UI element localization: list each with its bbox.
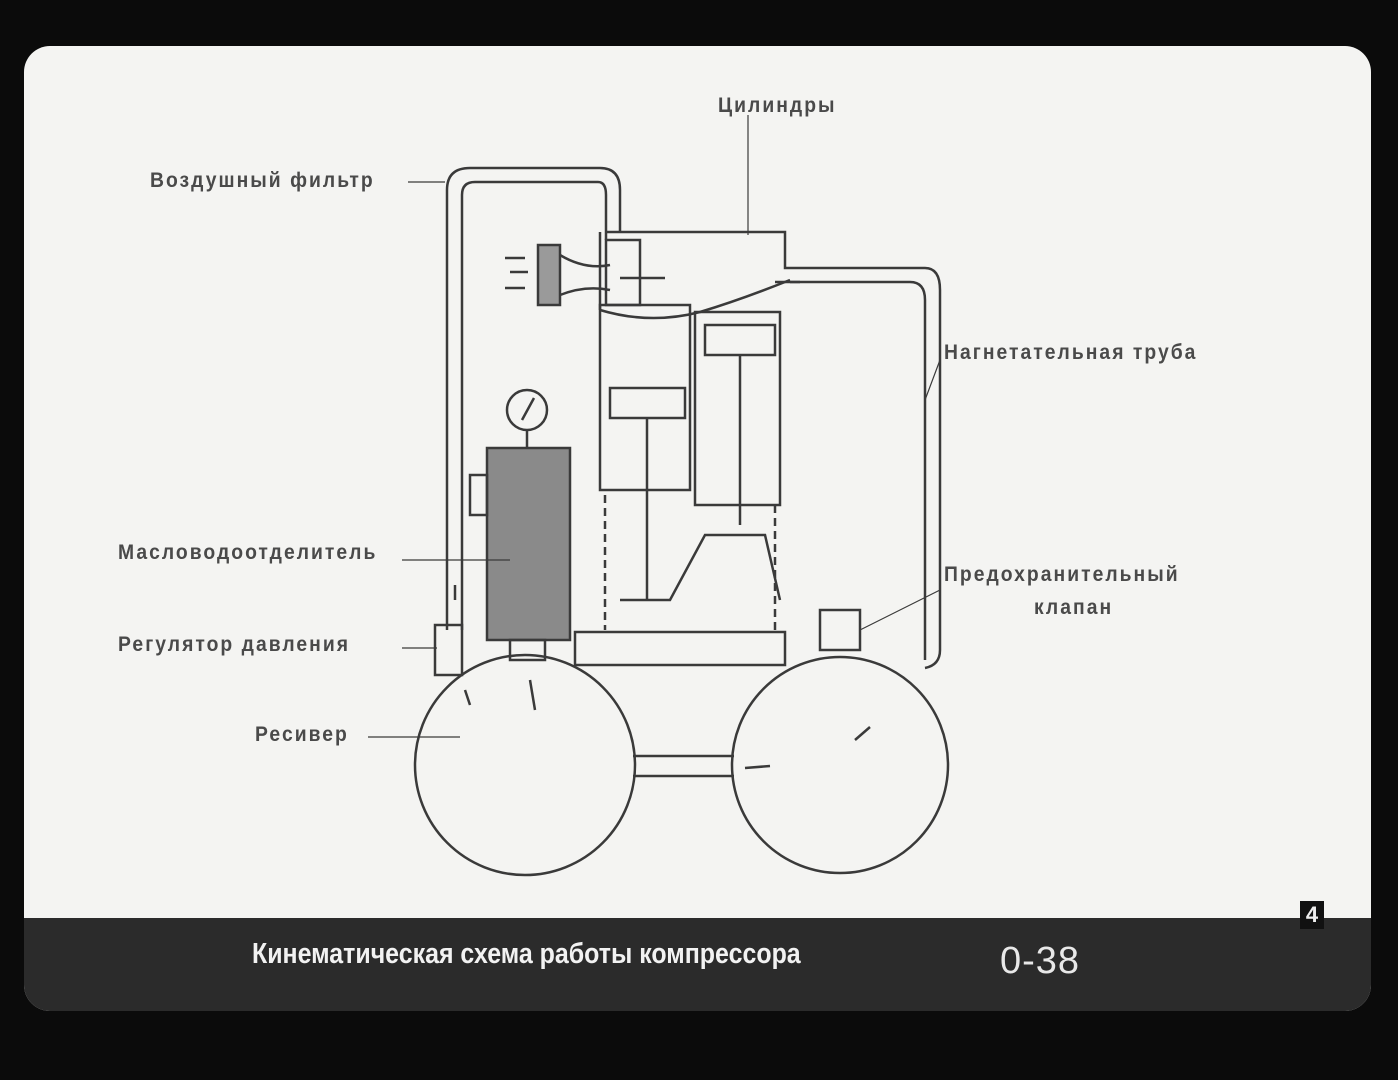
pressure-regulator (433, 623, 464, 677)
label-safety-valve-2: клапан (1034, 596, 1114, 619)
label-cylinders: Цилиндры (718, 94, 837, 117)
drain-valve (468, 473, 489, 517)
airflow-arrows (453, 256, 871, 770)
separator-neck (508, 638, 547, 662)
safety-valve (818, 608, 862, 652)
label-receiver: Ресивер (255, 723, 349, 746)
label-discharge-pipe: Нагнетательная труба (944, 341, 1198, 364)
connecting-rods (620, 355, 782, 602)
receiver-left (413, 653, 637, 877)
leader-lines (368, 115, 941, 738)
compressor-schematic (368, 115, 950, 877)
right-cylinder (693, 310, 782, 507)
receiver-connecting-pipe (633, 754, 734, 778)
label-pressure-regulator: Регулятор давления (118, 633, 351, 656)
caption-title: Кинематическая схема работы компрессора (252, 938, 801, 970)
valve-flow-line (599, 278, 791, 320)
filmstrip-slide: Цилиндры Воздушный фильтр Нагнетательная… (24, 46, 1371, 1011)
right-piston (703, 323, 777, 357)
label-safety-valve-1: Предохранительный (944, 563, 1180, 586)
label-oil-water-separator: Масловодоотделитель (118, 541, 378, 564)
left-piston (608, 386, 687, 420)
frame-number: 4 (1300, 901, 1324, 929)
cylinder-head (598, 230, 942, 670)
oil-water-separator (485, 446, 572, 642)
left-cylinder (598, 303, 692, 492)
intake-pipe (445, 166, 622, 630)
flywheel-shafts (603, 495, 777, 630)
air-filter (536, 243, 562, 307)
label-air-filter: Воздушный фильтр (150, 169, 375, 192)
gauge-needle (520, 397, 536, 448)
receiver-right (730, 655, 950, 875)
caption-band: Кинематическая схема работы компрессора … (24, 918, 1371, 1011)
caption-code: 0-38 (1000, 940, 1081, 982)
crankcase (573, 630, 787, 667)
filter-horn (559, 238, 642, 307)
